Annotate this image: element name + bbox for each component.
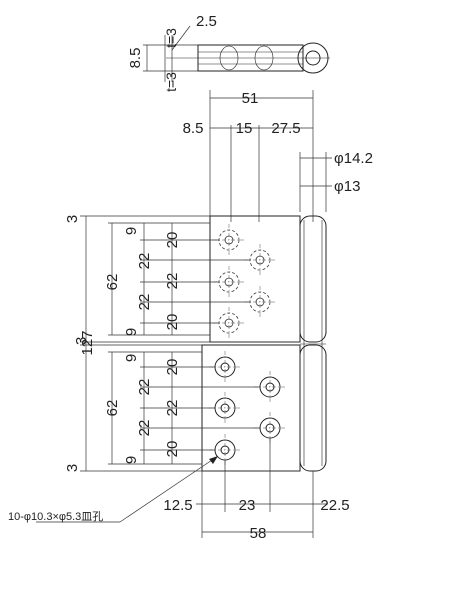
- upper-chain-9-bottom: 9: [123, 328, 140, 336]
- top-dimensions: 51 8.5 15 27.5 φ14.2 φ13: [183, 90, 373, 222]
- side-view-thickness-top-label: t=3: [163, 28, 179, 48]
- lower-chain-22: 22: [164, 400, 181, 417]
- bottom-dimensions: 12.5 23 22.5 58: [163, 438, 350, 542]
- overall-height-label: 127: [79, 330, 96, 355]
- lower-chain-22: 22: [136, 420, 153, 437]
- overall-width-top-label: 51: [242, 90, 259, 107]
- knuckle-upper: [299, 215, 327, 343]
- lower-chain-9-top: 9: [123, 354, 140, 362]
- lower-chain-22: 22: [136, 379, 153, 396]
- knuckle-diameter-inner-label: φ13: [334, 178, 360, 195]
- side-view: 8.5 2.5 t=3 t=3: [127, 13, 330, 92]
- upper-chain-22: 22: [164, 273, 181, 290]
- upper-chain-22: 22: [136, 294, 153, 311]
- hole-note: 10-φ10.3×φ5.3皿孔: [8, 455, 219, 523]
- hole-spacing-top-label: 15: [236, 120, 253, 137]
- side-view-gap-label: 2.5: [196, 13, 217, 30]
- lower-chain-20-bottom: 20: [164, 441, 181, 458]
- offset-left-top-label: 8.5: [183, 120, 204, 137]
- hole-spacing-bottom-label: 23: [239, 497, 256, 514]
- offset-right-top-label: 27.5: [271, 120, 300, 137]
- edge-middle-label: 3: [73, 337, 90, 345]
- side-hole: [219, 45, 239, 71]
- side-view-height-label: 8.5: [127, 48, 144, 69]
- hole-note-label: 10-φ10.3×φ5.3皿孔: [8, 510, 103, 523]
- hole-offset-left-label: 12.5: [163, 497, 192, 514]
- hole-offset-right-label: 22.5: [320, 497, 349, 514]
- side-hole: [254, 45, 274, 71]
- edge-bottom-label: 3: [64, 464, 81, 472]
- upper-chain-20-bottom: 20: [164, 314, 181, 331]
- front-view: [201, 215, 327, 472]
- side-view-thickness-bottom-label: t=3: [163, 72, 179, 92]
- lower-chain-9-bottom: 9: [123, 456, 140, 464]
- upper-leaf-height-label: 62: [104, 274, 121, 291]
- upper-chain-20-top: 20: [164, 232, 181, 249]
- upper-chain-9-top: 9: [123, 227, 140, 235]
- lower-leaf-height-label: 62: [104, 400, 121, 417]
- edge-top-label: 3: [64, 215, 81, 223]
- knuckle-diameter-outer-label: φ14.2: [334, 150, 373, 167]
- overall-width-bottom-label: 58: [250, 525, 267, 542]
- left-dimensions: 127 62 62 3 3 3 9 20 22 22 22 22 20 9 9 …: [64, 215, 300, 472]
- side-view-knuckle: [297, 42, 329, 74]
- lower-leaf: [201, 344, 301, 472]
- upper-chain-22: 22: [136, 253, 153, 270]
- lower-chain-20-top: 20: [164, 359, 181, 376]
